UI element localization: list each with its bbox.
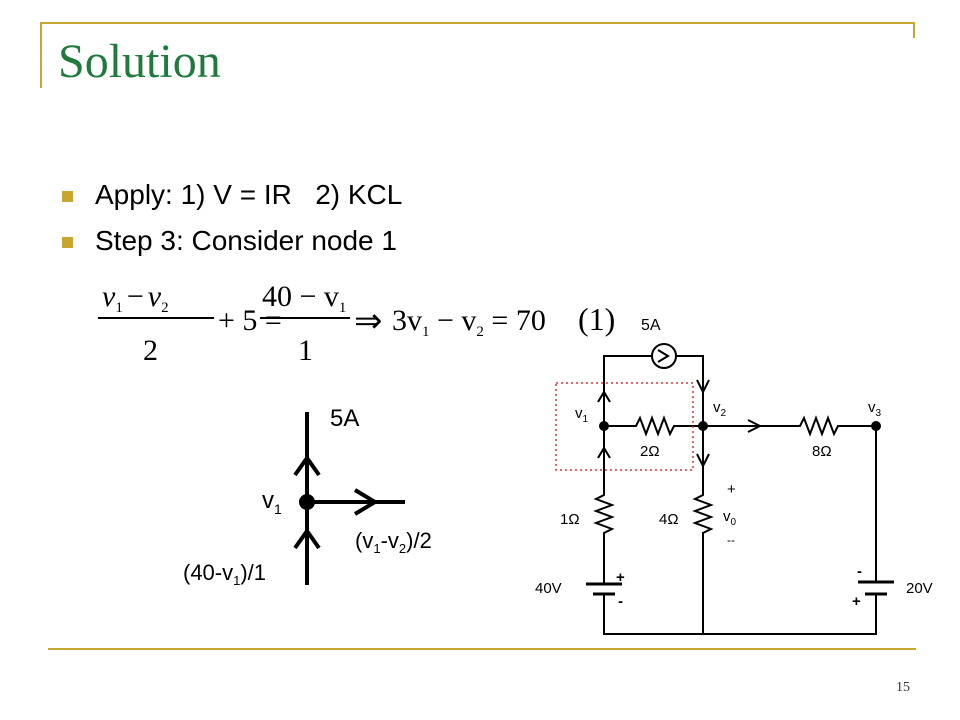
resistor-4ohm bbox=[692, 426, 714, 634]
frame-bottom-rule bbox=[48, 648, 916, 650]
bullet-item: Step 3: Consider node 1 bbox=[62, 224, 402, 270]
eq-rhs-num: 40 − v bbox=[262, 280, 339, 313]
svg-text:40 − v1: 40 − v1 bbox=[262, 280, 346, 316]
page-number: 15 bbox=[896, 680, 910, 695]
bullet-list: Apply: 1) V = IR 2) KCL Step 3: Consider… bbox=[62, 178, 402, 270]
batt-20v-plus: + bbox=[852, 593, 861, 610]
node-v3-dot bbox=[871, 421, 881, 431]
arrow-down-icon bbox=[696, 379, 710, 395]
arrow-right-icon bbox=[353, 488, 379, 516]
resistor-2ohm bbox=[604, 415, 703, 437]
current-source-branch bbox=[603, 355, 704, 426]
label-v1: v1 bbox=[575, 405, 589, 425]
node-current-right: (v1-v2)/2 bbox=[355, 528, 432, 556]
label-r2: 2Ω bbox=[640, 443, 660, 460]
eq-lhs-num-a: v bbox=[102, 280, 116, 313]
label-20v: 20V bbox=[906, 580, 933, 597]
eq-plus-five: + 5 = bbox=[218, 304, 282, 337]
bullet-item: Apply: 1) V = IR 2) KCL bbox=[62, 178, 402, 224]
label-v3: v3 bbox=[868, 399, 882, 419]
bullet-text: Apply: 1) V = IR 2) KCL bbox=[95, 179, 403, 210]
label-vo: v0 bbox=[723, 508, 737, 528]
node-v2-dot bbox=[698, 421, 708, 431]
implies-arrow: ⇒ bbox=[354, 303, 383, 340]
arrow-up-icon bbox=[293, 527, 321, 550]
label-r1: 1Ω bbox=[560, 511, 580, 528]
current-source-arrow bbox=[657, 349, 670, 363]
label-v2: v2 bbox=[713, 399, 727, 419]
circuit-labels: 5A v1 v2 v3 2Ω 8Ω 1Ω 4Ω + v0 -- 40V 20V … bbox=[535, 317, 933, 610]
batt-40v-minus: - bbox=[618, 593, 623, 610]
batt-40v-plus: + bbox=[616, 569, 625, 586]
svg-text:v1−v2: v1−v2 bbox=[102, 280, 169, 316]
node-v1-dot bbox=[599, 421, 609, 431]
batt-20v-minus: - bbox=[857, 563, 862, 580]
circuit-diagram bbox=[555, 343, 894, 635]
node-dot bbox=[299, 494, 315, 510]
bullet-text: Step 3: Consider node 1 bbox=[95, 225, 397, 256]
label-source-5a: 5A bbox=[641, 317, 661, 334]
arrow-up-icon bbox=[597, 390, 611, 403]
frame-top-rule bbox=[40, 22, 915, 24]
kcl-equation: v1−v2 2 + 5 = 40 − v1 1 ⇒ 3v1 − v2 = 70 … bbox=[98, 280, 615, 367]
label-r8: 8Ω bbox=[812, 443, 832, 460]
resistor-8ohm bbox=[703, 415, 876, 437]
node-label: v1 bbox=[262, 487, 282, 517]
node-diagram: 5A v1 (v1-v2)/2 (40-v1)/1 bbox=[183, 405, 432, 588]
bullet-marker bbox=[62, 191, 73, 202]
label-40v: 40V bbox=[535, 580, 562, 597]
slide-title: Solution bbox=[58, 35, 221, 88]
resistor-1ohm bbox=[593, 426, 615, 570]
label-vo-plus: + bbox=[727, 481, 736, 498]
eq-result: 3v bbox=[392, 304, 422, 337]
label-vo-minus: -- bbox=[727, 533, 735, 547]
svg-text:3v1 − v2 = 70: 3v1 − v2 = 70 bbox=[392, 304, 546, 340]
eq-rhs-den: 1 bbox=[298, 334, 313, 367]
label-r4: 4Ω bbox=[659, 511, 679, 528]
bottom-wire bbox=[603, 570, 877, 635]
eq-lhs-den: 2 bbox=[143, 334, 158, 367]
bullet-marker bbox=[62, 237, 73, 248]
node-current-top: 5A bbox=[330, 405, 359, 432]
node1-highlight-box bbox=[555, 382, 694, 471]
arrow-right-icon bbox=[747, 419, 763, 433]
equation-tag: (1) bbox=[578, 301, 615, 337]
arrow-up-icon bbox=[293, 454, 321, 477]
frame-left-rule bbox=[40, 22, 42, 88]
node-current-bottom: (40-v1)/1 bbox=[183, 560, 266, 588]
frame-right-rule bbox=[913, 22, 915, 38]
current-source-circle bbox=[651, 343, 677, 369]
circuit-nodes bbox=[599, 421, 881, 431]
